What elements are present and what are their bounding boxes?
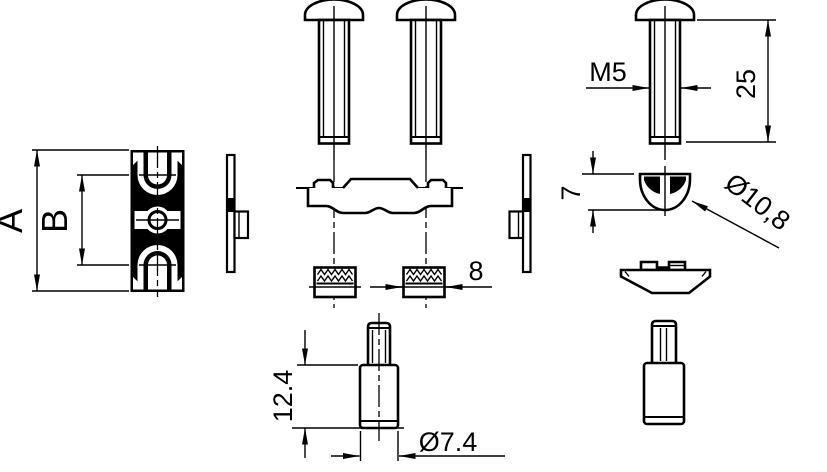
m5-label: M5 xyxy=(589,57,627,87)
dim-7-label: 7 xyxy=(556,185,586,200)
dim-a-label: A xyxy=(0,209,30,233)
dim-12-4-label: 12.4 xyxy=(268,370,298,423)
dimension-8: 8 xyxy=(370,256,492,290)
dimension-dia-10-8: Ø10,8 xyxy=(691,167,796,249)
dimension-dia-7-4: Ø7.4 xyxy=(331,427,505,461)
dimension-a: A xyxy=(0,149,129,292)
dim-25-label: 25 xyxy=(731,69,761,99)
slot-nut-left xyxy=(313,266,357,299)
screw-m5 xyxy=(634,0,696,162)
dim-b-label: B xyxy=(34,209,75,233)
spacer-stud-middle xyxy=(358,313,400,441)
dia-10-8-label: Ø10,8 xyxy=(719,167,795,236)
tslot-nut-bottom-view xyxy=(619,260,712,295)
spacer-stud-right xyxy=(642,319,686,426)
slot-nut-right xyxy=(402,266,446,299)
clamp-side-strip-right xyxy=(508,153,532,274)
dim-8-label: 8 xyxy=(468,256,483,286)
screw-left xyxy=(303,0,365,162)
dia-7-4-label: Ø7.4 xyxy=(419,427,478,457)
dimension-b: B xyxy=(34,174,129,266)
dimension-7: 7 xyxy=(556,151,660,233)
clamp-profile-side-view xyxy=(296,177,463,215)
tslot-nut-profile-view xyxy=(638,166,692,216)
clamp-front-view xyxy=(130,146,185,297)
dimension-25: 25 xyxy=(686,19,776,143)
dimension-12-4: 12.4 xyxy=(268,330,404,458)
screw-right xyxy=(395,0,457,162)
dimension-m5: M5 xyxy=(586,57,711,91)
clamp-side-strip-left xyxy=(225,153,250,274)
